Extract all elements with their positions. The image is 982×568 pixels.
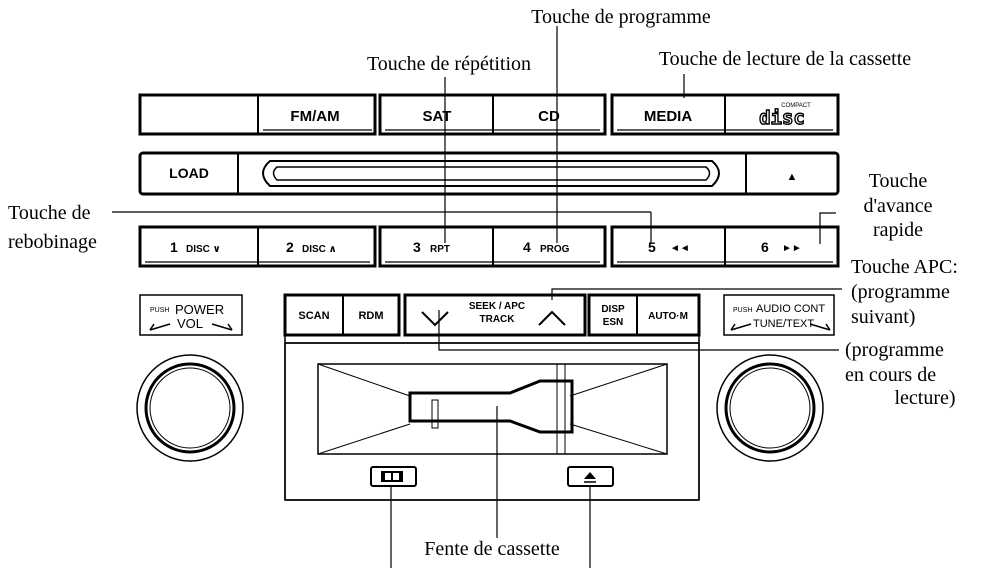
- callout-ff-key-3: rapide: [873, 219, 923, 241]
- svg-text:DISP: DISP: [601, 304, 625, 315]
- power-push-label: PUSH: [150, 307, 169, 314]
- svg-text:2: 2: [286, 239, 294, 255]
- track-label: TRACK: [480, 314, 516, 325]
- cd-button[interactable]: CD: [538, 108, 560, 125]
- svg-text:5: 5: [648, 239, 656, 255]
- disp-esn-button[interactable]: DISP ESN: [601, 304, 625, 328]
- media-button[interactable]: MEDIA: [644, 108, 693, 125]
- svg-text:1: 1: [170, 239, 178, 255]
- cassette-deck: [284, 295, 700, 501]
- scan-button[interactable]: SCAN: [298, 310, 329, 322]
- callout-rewind-key-2: rebobinage: [8, 231, 97, 253]
- preset-4-prog-button[interactable]: 4 PROG: [523, 239, 570, 255]
- leader-lines: [112, 26, 842, 568]
- cd-eject-button[interactable]: ▲: [787, 171, 798, 183]
- svg-text:PROG: PROG: [540, 244, 570, 255]
- callout-rewind-key-1: Touche de: [8, 202, 91, 224]
- compact-disc-logo: disc: [759, 107, 805, 129]
- preset-5-rewind-button[interactable]: 5 ◄◄: [648, 239, 690, 255]
- vol-label: VOL: [177, 316, 203, 331]
- audio-cont-label: AUDIO CONT: [756, 303, 825, 315]
- cd-slot-row: LOAD ▲: [138, 151, 840, 196]
- svg-text:RPT: RPT: [430, 244, 450, 255]
- cd-slot: [262, 160, 720, 187]
- callout-apc-key-2: (programme: [851, 281, 950, 303]
- rewind-icon: ◄◄: [670, 243, 690, 254]
- audio-tune-knob[interactable]: [716, 354, 824, 462]
- audio-push-label: PUSH: [733, 307, 752, 314]
- tune-text-label: TUNE/TEXT: [753, 318, 814, 330]
- power-label: POWER: [175, 302, 224, 317]
- callout-program-key: Touche de programme: [531, 6, 711, 28]
- callout-ff-key-1: Touche: [869, 170, 928, 192]
- svg-text:4: 4: [523, 239, 531, 255]
- audio-tune-knob-area: PUSH AUDIO CONT TUNE/TEXT: [716, 294, 835, 462]
- seek-up-button[interactable]: [538, 310, 566, 326]
- callout-current-3: lecture): [894, 387, 955, 409]
- power-volume-knob-area: PUSH POWER VOL: [136, 294, 244, 462]
- fast-forward-icon: ►►: [782, 243, 802, 254]
- callout-apc-key-1: Touche APC:: [851, 256, 958, 278]
- callout-current-2: en cours de: [845, 364, 936, 386]
- sat-button[interactable]: SAT: [423, 108, 452, 125]
- callout-cassette-slot: Fente de cassette: [424, 538, 560, 560]
- preset-button-row: 1 DISC ∨ 2 DISC ∧ 3 RPT 4 PROG 5 ◄◄ 6 ►►: [138, 225, 840, 268]
- rdm-button[interactable]: RDM: [358, 310, 383, 322]
- seek-apc-label: SEEK / APC: [469, 301, 525, 312]
- svg-text:ESN: ESN: [603, 317, 624, 328]
- dolby-button[interactable]: [370, 466, 417, 487]
- seek-down-button[interactable]: [421, 311, 449, 327]
- dolby-icon: [381, 471, 403, 482]
- svg-text:DISC ∧: DISC ∧: [302, 244, 337, 255]
- power-volume-knob[interactable]: [136, 354, 244, 462]
- cassette-eject-button[interactable]: [567, 466, 614, 487]
- svg-text:DISC ∨: DISC ∨: [186, 244, 221, 255]
- svg-text:6: 6: [761, 239, 769, 255]
- callout-cassette-play-key: Touche de lecture de la cassette: [659, 48, 911, 70]
- callout-repeat-key: Touche de répétition: [367, 53, 531, 75]
- compact-disc-logo-small: COMPACT: [781, 103, 811, 109]
- cassette-slot: [317, 363, 668, 455]
- cassette-control-row: SCAN RDM SEEK / APC TRACK DISP ESN AUTO·…: [283, 293, 701, 337]
- preset-1-button[interactable]: 1 DISC ∨: [170, 239, 221, 255]
- callout-apc-key-3: suivant): [851, 306, 915, 328]
- callout-current-1: (programme: [845, 339, 944, 361]
- top-button-row: FM/AM SAT CD MEDIA COMPACT disc: [138, 93, 840, 136]
- preset-3-rpt-button[interactable]: 3 RPT: [413, 239, 450, 255]
- preset-6-ff-button[interactable]: 6 ►►: [761, 239, 802, 255]
- eject-icon: [584, 472, 596, 479]
- callout-ff-key-2: d'avance: [863, 195, 932, 217]
- preset-2-button[interactable]: 2 DISC ∧: [286, 239, 337, 255]
- fm-am-button[interactable]: FM/AM: [290, 108, 339, 125]
- load-button[interactable]: LOAD: [169, 165, 209, 181]
- auto-m-button[interactable]: AUTO·M: [648, 311, 688, 322]
- svg-text:3: 3: [413, 239, 421, 255]
